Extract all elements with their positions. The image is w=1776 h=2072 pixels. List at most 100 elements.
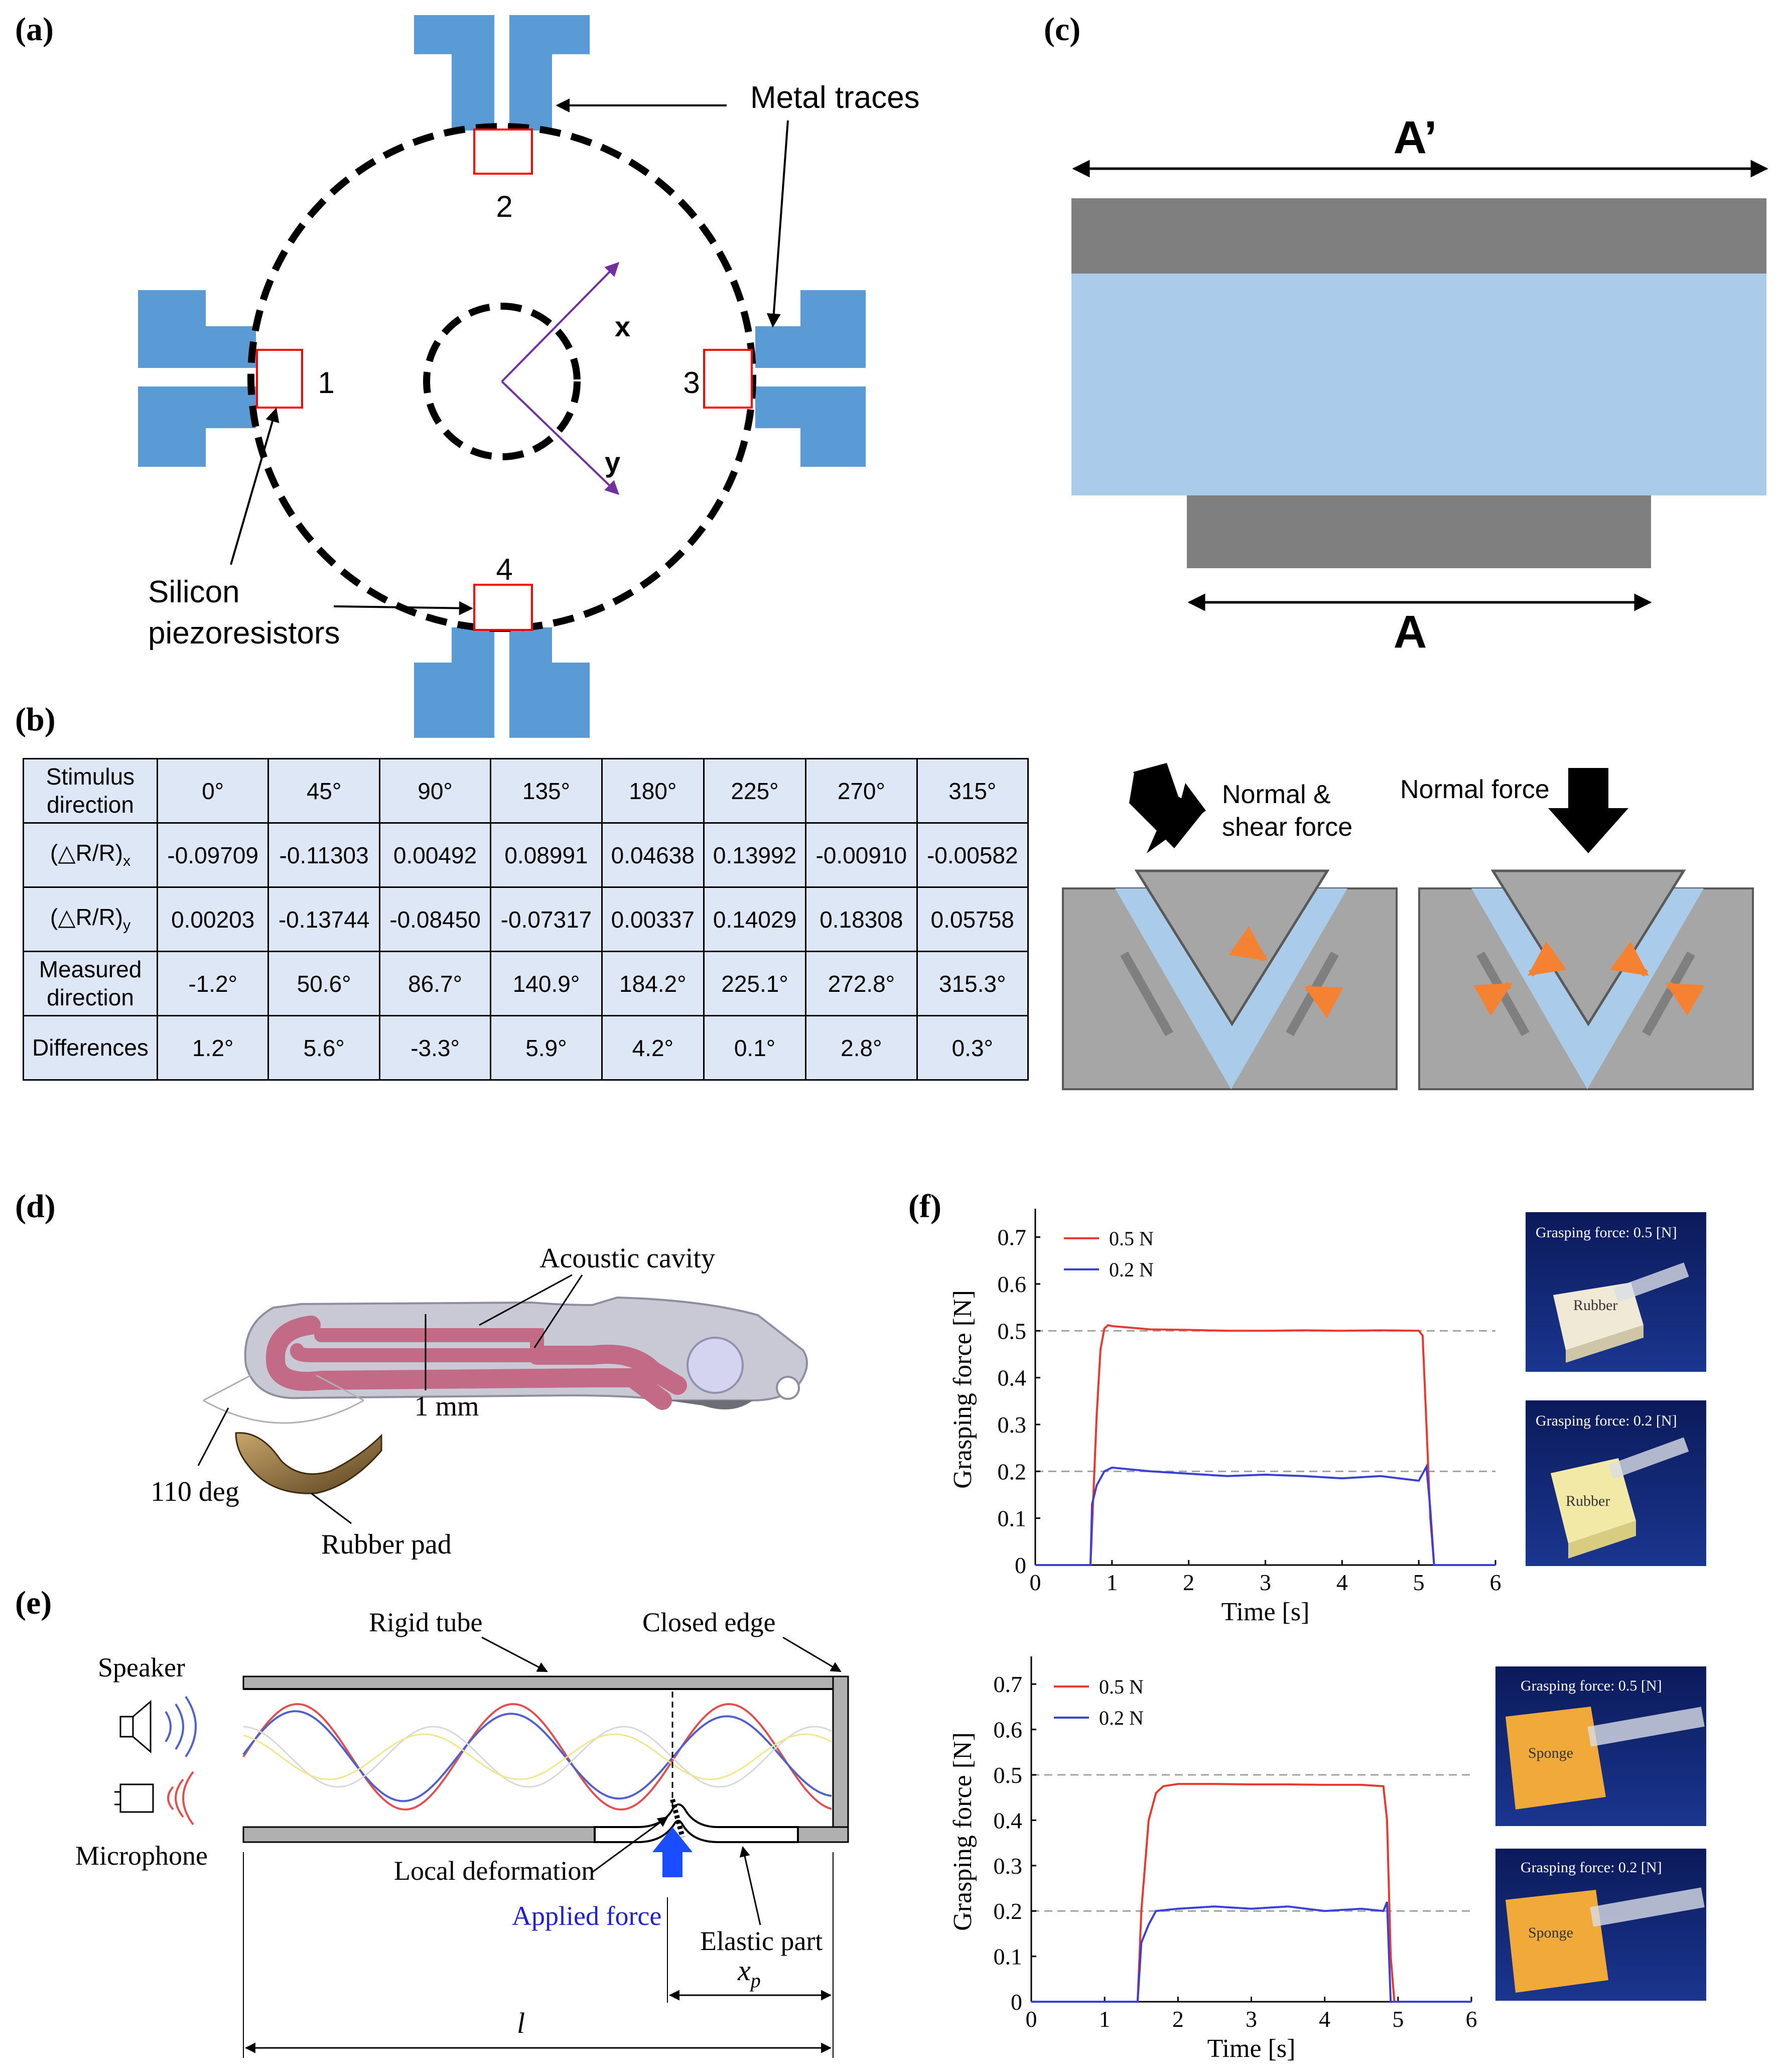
header-cell: Stimulus direction	[23, 758, 158, 824]
x-tick-label: 0	[1030, 1570, 1041, 1595]
table-cell: 50.6°	[267, 951, 380, 1016]
bottom-electrode-layer	[1187, 495, 1651, 568]
row-label-main: (△R/R)	[50, 840, 123, 866]
normal-force-label: Normal force	[1400, 775, 1550, 804]
table-cell: -0.00910	[805, 822, 918, 888]
wave-reflected	[242, 1710, 832, 1802]
photo-rubber-05: Grasping force: 0.5 [N] Rubber	[1526, 1212, 1706, 1372]
y-tick-label: 0.5	[998, 1318, 1027, 1344]
speaker-icon	[119, 1696, 197, 1758]
y-tick-label: 0.2	[994, 1898, 1023, 1924]
col-header: 315°	[916, 758, 1029, 824]
panel-label-f: (f)	[908, 1188, 941, 1225]
resistor-number-2: 2	[496, 190, 512, 223]
table-cell: 0.14029	[703, 886, 807, 952]
col-header: 180°	[601, 758, 705, 824]
legend-label: 0.2 N	[1099, 1707, 1144, 1729]
metal-trace-right	[755, 290, 866, 467]
x-tick-label: 5	[1392, 2006, 1404, 2032]
angle-arc	[203, 1399, 364, 1424]
resistor-number-4: 4	[496, 553, 512, 586]
acoustic-cavity	[265, 1316, 687, 1410]
photo-rubber-02: Grasping force: 0.2 [N] Rubber	[1526, 1400, 1706, 1566]
table-header-row: Stimulus direction 0° 45° 90° 135° 180° …	[23, 758, 1029, 824]
table-cell: 140.9°	[490, 951, 603, 1016]
local-deformation-label: Local deformation	[394, 1856, 595, 1886]
y-tick-label: 0.3	[998, 1412, 1027, 1438]
photo-object: Rubber	[1566, 1493, 1610, 1509]
series-line	[1035, 1324, 1495, 1566]
rigid-tube-top-wall	[242, 1675, 849, 1690]
metal-trace-bottom	[414, 627, 590, 738]
x-tick-label: 1	[1106, 1570, 1118, 1595]
piezoresistor-3	[703, 349, 753, 409]
photo-object: Rubber	[1573, 1297, 1617, 1314]
rigid-tube-bottom-wall	[242, 1826, 596, 1843]
row-label-main: Measured	[39, 956, 142, 983]
legend-label: 0.5 N	[1109, 1227, 1154, 1250]
inner-boss-circle	[423, 303, 581, 460]
silicon-arrow-left	[230, 408, 280, 565]
table-cell: 5.6°	[267, 1015, 380, 1081]
y-tick-label: 0.4	[998, 1365, 1027, 1391]
legend-label: 0.2 N	[1109, 1258, 1154, 1281]
piezoresistor-2	[473, 128, 533, 175]
table-cell: -0.11303	[267, 822, 380, 888]
x-tick-label: 6	[1466, 2006, 1477, 2032]
thickness-label: 1 mm	[414, 1391, 479, 1422]
table-cell: 184.2°	[601, 951, 705, 1016]
resistor-number-3: 3	[683, 366, 700, 400]
resistor-number-1: 1	[318, 366, 334, 400]
y-tick-label: 0.6	[998, 1271, 1027, 1297]
silicon-label-line1: Silicon	[148, 575, 240, 609]
photo-sponge-05: Grasping force: 0.5 [N] Sponge	[1495, 1666, 1706, 1826]
xp-label: xp	[737, 1954, 761, 1992]
A-prime-label: A’	[1394, 112, 1437, 163]
col-header: 0°	[156, 758, 269, 824]
table-cell: 1.2°	[156, 1015, 269, 1081]
row-label-second-line: direction	[47, 984, 134, 1010]
panel-label-d: (d)	[15, 1188, 56, 1225]
table-cell: -0.00582	[916, 822, 1029, 888]
shear-label-line1: Normal &	[1222, 780, 1331, 809]
table-cell: -1.2°	[156, 951, 269, 1016]
elastic-part-label: Elastic part	[700, 1926, 823, 1956]
table-cell: -0.08450	[378, 886, 492, 952]
metal-traces-arrow-right	[766, 120, 789, 328]
x-axis-label: x	[615, 311, 630, 342]
panel-label-b: (b)	[15, 701, 56, 738]
microphone-label: Microphone	[75, 1841, 208, 1871]
table-cell: 315.3°	[916, 951, 1029, 1016]
results-table-wrap: Stimulus direction 0° 45° 90° 135° 180° …	[23, 758, 1031, 1081]
closed-edge-label: Closed edge	[642, 1607, 775, 1637]
row-label: (△R/R)y	[23, 886, 158, 952]
piezoresistor-4	[473, 584, 533, 631]
table-cell: 0.00203	[156, 886, 269, 952]
pivot-pin	[687, 1337, 744, 1394]
top-electrode-layer	[1071, 198, 1766, 274]
y-tick-label: 0.5	[994, 1762, 1023, 1788]
y-tick-label: 0.7	[994, 1671, 1023, 1697]
table-cell: -0.07317	[490, 886, 603, 952]
A-label: A	[1394, 606, 1427, 658]
x-tick-label: 5	[1413, 1570, 1425, 1595]
col-header: 90°	[378, 758, 492, 824]
panel-label-a: (a)	[15, 11, 54, 48]
y-tick-label: 0.1	[998, 1506, 1027, 1531]
x-tick-label: 2	[1172, 2006, 1184, 2032]
x-tick-label: 4	[1319, 2006, 1330, 2032]
x-axis-arrow	[501, 262, 619, 382]
panel-b: (b)	[15, 701, 56, 738]
row-label: Differences	[23, 1015, 158, 1081]
x-tick-label: 4	[1336, 1570, 1348, 1595]
photo-caption: Grasping force: 0.5 [N]	[1536, 1224, 1677, 1241]
mount-hole	[776, 1376, 800, 1400]
rigid-tube-label: Rigid tube	[369, 1607, 483, 1637]
panel-e: (e) Rigid tube Closed edge Speaker	[15, 1585, 849, 2058]
table-cell: -0.09709	[156, 822, 269, 888]
col-header: 270°	[805, 758, 918, 824]
silicon-label-line2: piezoresistors	[148, 616, 340, 651]
